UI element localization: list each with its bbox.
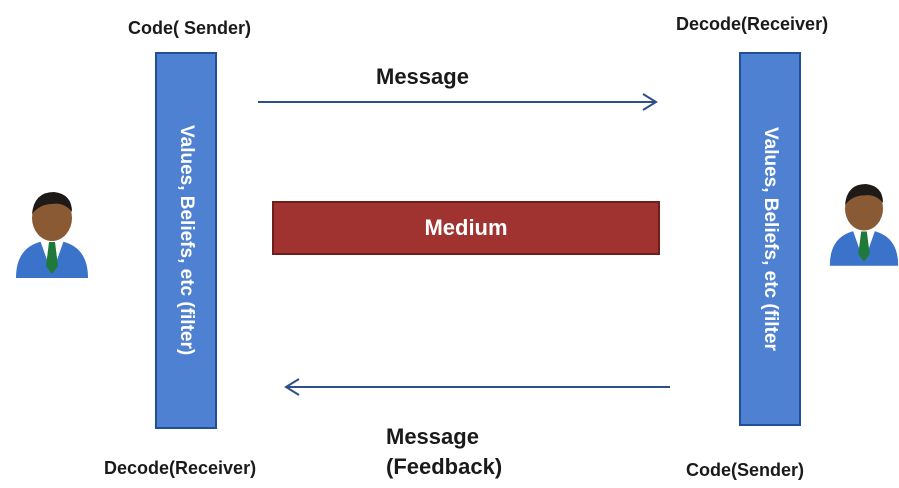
receiver-filter-text: Values, Beliefs, etc (filter [760, 127, 781, 351]
person-icon [829, 184, 899, 266]
feedback-arrow [284, 378, 670, 396]
message-arrow [258, 93, 658, 111]
sender-top-label: Code( Sender) [128, 18, 252, 38]
message-label-top: Message [376, 64, 469, 89]
medium-label: Medium [424, 215, 508, 240]
receiver-filter-bar: Values, Beliefs, etc (filter [739, 52, 801, 426]
sender-bottom-label: Decode(Receiver) [104, 458, 257, 478]
receiver-top-label: Decode(Receiver) [676, 14, 829, 34]
person-icon [16, 192, 88, 278]
feedback-label: (Feedback) [386, 454, 503, 479]
sender-filter-bar: Values, Beliefs, etc (filter) [155, 52, 217, 429]
medium-bar: Medium [272, 201, 660, 255]
message-label-bottom: Message [386, 424, 479, 449]
receiver-bottom-label: Code(Sender) [686, 460, 805, 480]
sender-filter-text: Values, Beliefs, etc (filter) [176, 125, 197, 356]
